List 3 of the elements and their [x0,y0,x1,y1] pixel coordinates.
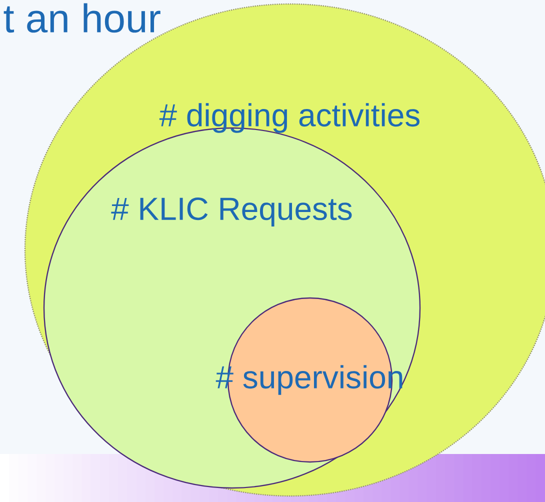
slide-title: t an hour [4,3,160,33]
node-label: # KLIC Requests [111,198,352,226]
node-label: # digging activities [159,103,420,133]
